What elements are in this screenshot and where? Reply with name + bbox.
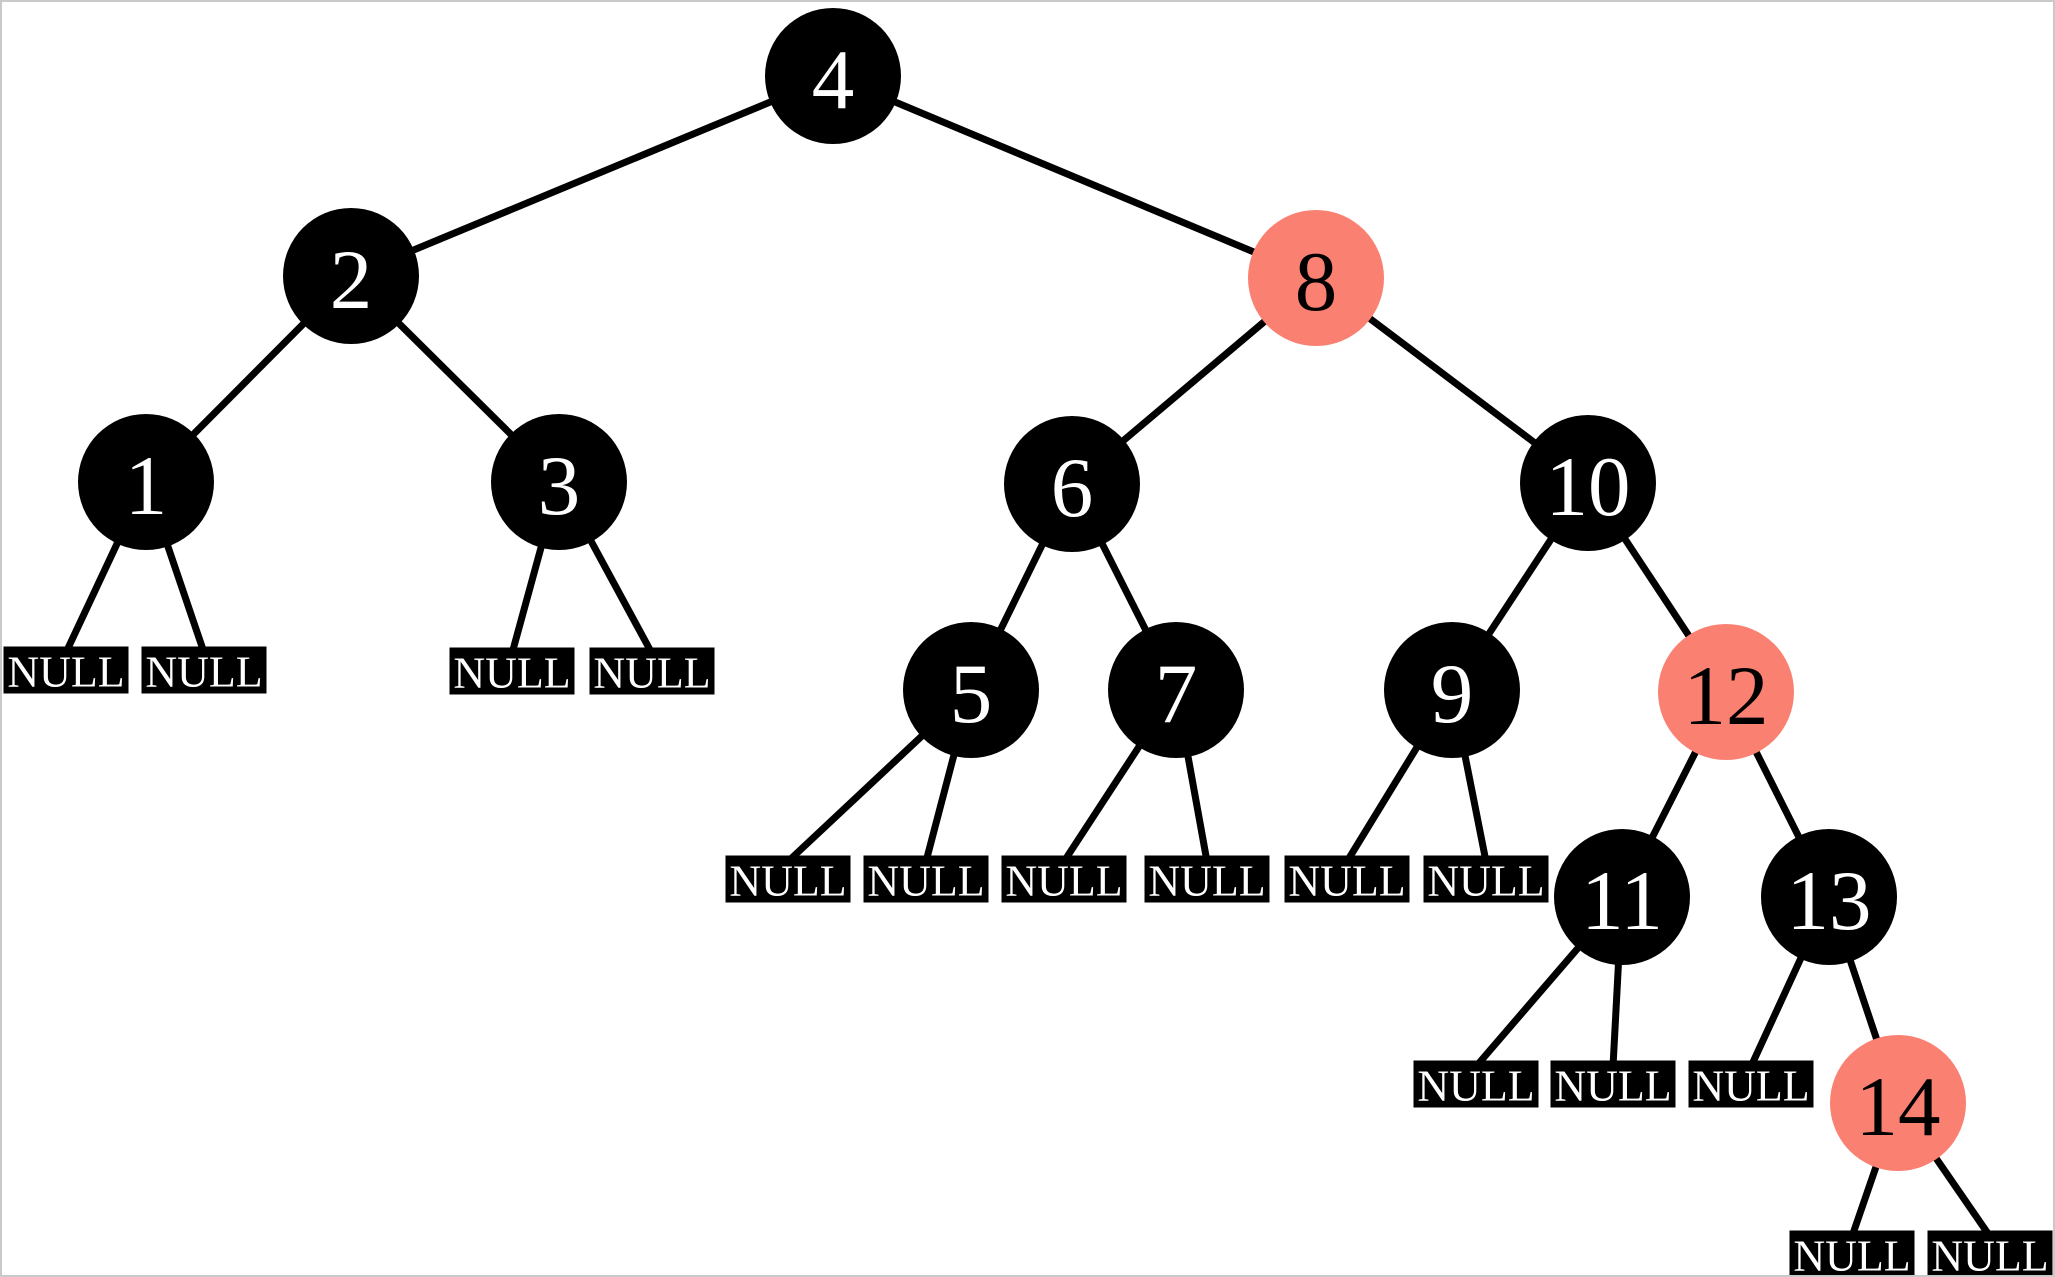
tree-node-circle-red [1830,1035,1966,1171]
null-leaf: NULL [1789,1230,1915,1277]
tree-node-12: 12 [1658,624,1794,760]
null-leaf-label: NULL [1793,1232,1910,1277]
null-leaf: NULL [141,646,267,697]
null-leaf-box [1413,1060,1539,1108]
null-leaf-box [1789,1230,1915,1275]
tree-node-circle-black [1761,829,1897,965]
tree-node-label: 13 [1787,854,1872,948]
null-leaf: NULL [863,855,989,906]
tree-edge-4-8 [831,72,1318,282]
null-leaf: NULL [1284,855,1410,906]
tree-node-circle-black [491,414,627,550]
null-leaf: NULL [1927,1230,2053,1277]
tree-node-6: 6 [1004,416,1140,552]
tree-node-14: 14 [1830,1035,1966,1171]
tree-node-label: 14 [1856,1060,1941,1154]
null-leaf: NULL [1550,1060,1676,1111]
tree-node-circle-black [1108,622,1244,758]
null-leaf-box [725,855,851,903]
null-leaf: NULL [449,647,575,698]
tree-node-11: 11 [1554,829,1690,965]
null-leaf-box [1423,855,1549,903]
tree-node-8: 8 [1248,210,1384,346]
null-leaf-label: NULL [1692,1062,1809,1111]
null-leaf-label: NULL [1427,857,1544,906]
tree-node-label: 8 [1295,235,1338,329]
tree-node-13: 13 [1761,829,1897,965]
tree-node-circle-black [1554,829,1690,965]
null-leaf-box [1927,1230,2053,1275]
tree-node-label: 12 [1684,649,1769,743]
tree-node-3: 3 [491,414,627,550]
tree-node-circle-black [903,622,1039,758]
null-leaf-label: NULL [1931,1232,2048,1277]
null-leaf-label: NULL [729,857,846,906]
tree-node-circle-black [1004,416,1140,552]
tree-node-label: 9 [1431,647,1474,741]
tree-node-label: 6 [1051,441,1094,535]
tree-node-circle-black [1384,622,1520,758]
null-leaf-label: NULL [453,649,570,698]
tree-node-10: 10 [1520,415,1656,551]
tree-node-circle-black [765,8,901,144]
tree-node-circle-red [1248,210,1384,346]
null-leaf-box [863,855,989,903]
null-leaf-box [1550,1060,1676,1108]
tree-node-label: 1 [125,439,168,533]
tree-node-circle-black [283,208,419,344]
tree-node-4: 4 [765,8,901,144]
tree-node-label: 11 [1581,854,1663,948]
null-leaf: NULL [589,647,715,698]
tree-node-label: 3 [538,439,581,533]
null-leaf: NULL [725,855,851,906]
null-leaf: NULL [3,646,129,697]
tree-node-circle-black [1520,415,1656,551]
tree-node-circle-red [1658,624,1794,760]
null-leaves: NULL NULL NULL NULL NULL NULL NULL NULL NULL NULL… [3,646,2053,1277]
tree-node-label: 7 [1155,647,1198,741]
tree-node-9: 9 [1384,622,1520,758]
tree-node-label: 5 [950,647,993,741]
null-leaf-label: NULL [1554,1062,1671,1111]
tree-node-7: 7 [1108,622,1244,758]
null-leaf-box [449,647,575,695]
tree-node-label: 2 [330,233,373,327]
null-leaf: NULL [1688,1060,1814,1111]
null-leaf: NULL [1423,855,1549,906]
null-leaf-label: NULL [1417,1062,1534,1111]
tree-node-label: 10 [1546,440,1631,534]
null-leaf-label: NULL [145,648,262,697]
null-leaf-box [1144,855,1270,903]
tree-node-label: 4 [812,33,855,127]
null-leaf-box [3,646,129,694]
tree-node-2: 2 [283,208,419,344]
null-leaf-box [589,647,715,695]
tree-node-circle-black [78,414,214,550]
null-leaf-box [141,646,267,694]
null-leaf-label: NULL [867,857,984,906]
null-leaf-box [1688,1060,1814,1108]
null-leaf-label: NULL [1288,857,1405,906]
null-leaf: NULL [1144,855,1270,906]
null-leaf: NULL [1001,855,1127,906]
tree-node-5: 5 [903,622,1039,758]
null-leaf-label: NULL [1005,857,1122,906]
null-leaf-label: NULL [593,649,710,698]
tree-edge-4-2 [349,72,835,280]
tree-node-1: 1 [78,414,214,550]
null-leaf-label: NULL [7,648,124,697]
null-leaf: NULL [1413,1060,1539,1111]
null-leaf-box [1284,855,1410,903]
null-leaf-box [1001,855,1127,903]
null-leaf-label: NULL [1148,857,1265,906]
